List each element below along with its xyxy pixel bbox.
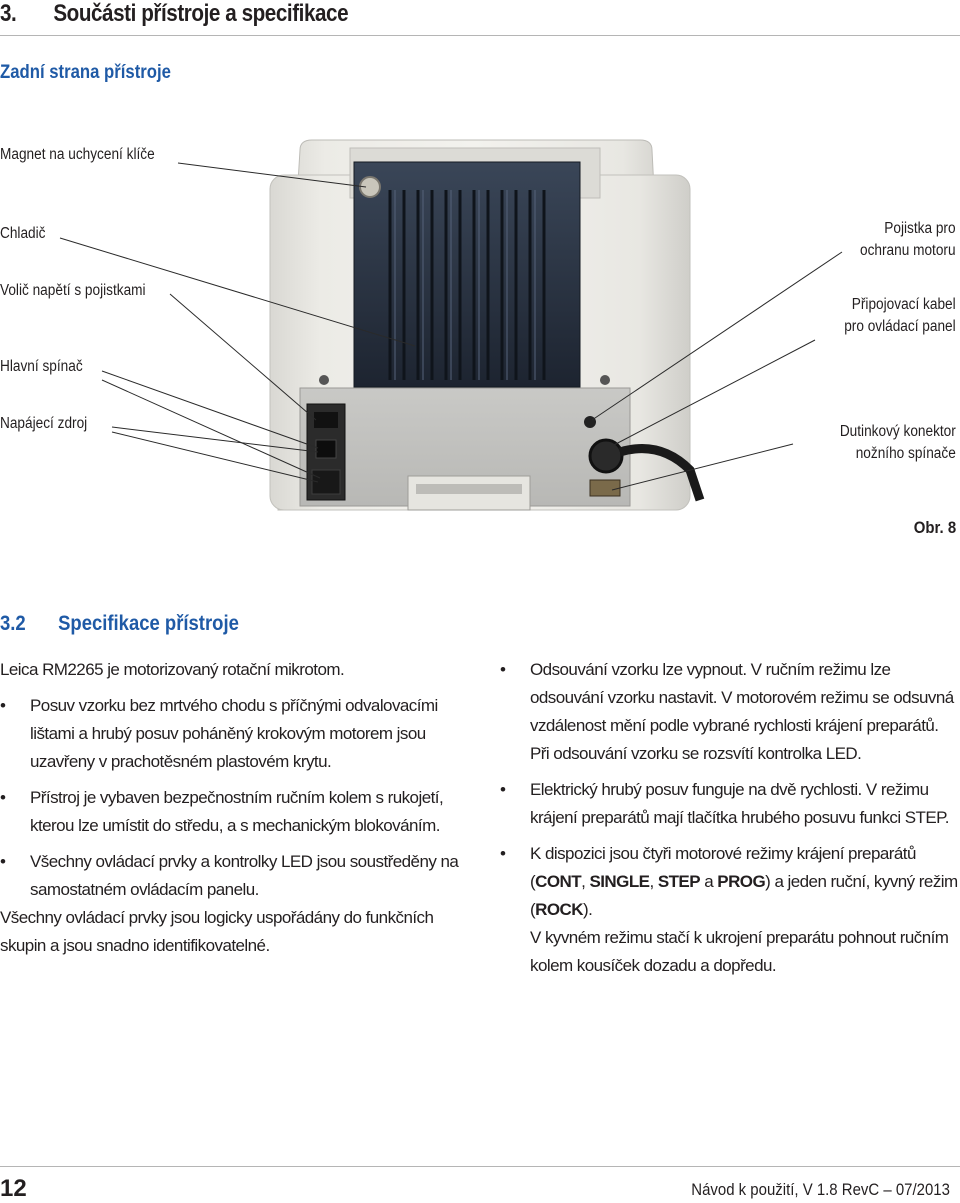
device-rear-photo: [59, 139, 843, 511]
mode-single: SINGLE: [589, 872, 650, 891]
mode-step: STEP: [657, 872, 701, 891]
magnet-icon: [359, 176, 381, 198]
chapter-title-text: Součásti přístroje a specifikace: [53, 0, 349, 27]
section-number: 3.2: [0, 612, 26, 635]
voltage-selector-icon: [314, 412, 338, 428]
footer-document-info: Návod k použití, V 1.8 RevC – 07/2013: [691, 1180, 950, 1199]
section-title: 3.2 Specifikace přístroje: [0, 612, 239, 636]
bullet-item: Přístroj je vybaven bezpečnostním ručním…: [0, 784, 470, 840]
tail-paragraph: V kyvném režimu stačí k ukrojení prepará…: [530, 928, 949, 975]
main-switch-icon: [315, 439, 337, 459]
motor-fuse-icon: [584, 416, 596, 428]
label-power-supply: Napájecí zdroj: [0, 415, 88, 432]
tail-paragraph: Všechny ovládací prvky jsou logicky uspo…: [0, 908, 434, 955]
power-socket-icon: [311, 469, 341, 495]
bullet-item: Všechny ovládací prvky a kontrolky LED j…: [0, 848, 470, 904]
chapter-title: 3. Součásti přístroje a specifikace: [0, 0, 349, 28]
control-panel-cable-connector-icon: [588, 438, 624, 474]
intro-paragraph: Leica RM2265 je motorizovaný rotační mik…: [0, 660, 345, 679]
label-key-magnet: Magnet na uchycení klíče: [0, 146, 155, 163]
mode-prog: PROG: [717, 872, 766, 891]
section-title-text: Specifikace přístroje: [58, 612, 239, 635]
left-column: Leica RM2265 je motorizovaný rotační mik…: [0, 656, 470, 960]
figure-caption: Obr. 8: [913, 518, 956, 537]
chapter-number: 3.: [0, 0, 17, 27]
bullet-item-modes: K dispozici jsou čtyři motorové režimy k…: [500, 840, 960, 924]
mode-rock: ROCK: [535, 900, 583, 919]
callout-lines: [59, 162, 843, 491]
label-motor-fuse: Pojistka pro ochranu motoru: [860, 220, 956, 259]
footer-divider: [0, 1166, 960, 1167]
label-voltage-selector: Volič napětí s pojistkami: [0, 282, 146, 299]
chapter-heading-bar: [0, 0, 960, 36]
label-control-panel-cable: Připojovací kabel pro ovládací panel: [844, 296, 956, 335]
right-column: Odsouvání vzorku lze vypnout. V ručním r…: [500, 656, 960, 980]
bullet-item: Odsouvání vzorku lze vypnout. V ručním r…: [500, 656, 960, 768]
bullet-item: Posuv vzorku bez mrtvého chodu s příčným…: [0, 692, 470, 776]
bullet-item: Elektrický hrubý posuv funguje na dvě ry…: [500, 776, 960, 832]
label-footswitch-socket: Dutinkový konektor nožního spínače: [840, 423, 956, 462]
page-number: 12: [0, 1175, 27, 1202]
footswitch-socket-icon: [589, 479, 621, 497]
mode-cont: CONT: [535, 872, 582, 891]
label-heat-sink: Chladič: [0, 225, 46, 242]
label-main-switch: Hlavní spínač: [0, 358, 83, 375]
figure-subtitle: Zadní strana přístroje: [0, 62, 171, 83]
